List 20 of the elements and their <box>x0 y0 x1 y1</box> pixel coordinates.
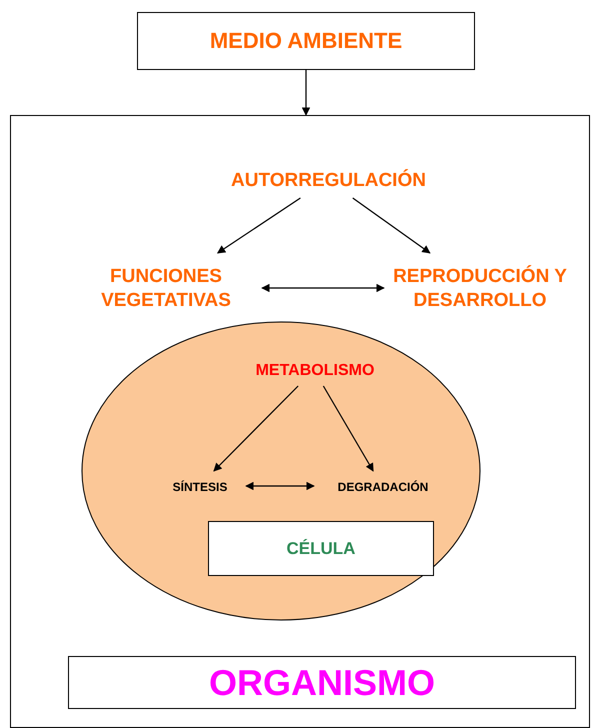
box-label: CÉLULA <box>286 538 356 560</box>
arrow <box>216 198 301 254</box>
concept-label: FUNCIONES VEGETATIVAS <box>100 265 232 313</box>
arrow <box>245 482 315 490</box>
arrow <box>302 70 310 116</box>
concept-label: AUTORREGULACIÓN <box>231 169 426 193</box>
organism-frame <box>10 115 590 728</box>
concept-label: DEGRADACIÓN <box>338 480 428 494</box>
box-label: ORGANISMO <box>208 661 435 705</box>
concept-label: METABOLISMO <box>256 361 374 381</box>
arrow <box>213 386 299 472</box>
process-box <box>137 12 475 70</box>
arrow <box>261 284 385 292</box>
arrow <box>322 386 374 472</box>
concept-label: SÍNTESIS <box>172 480 228 494</box>
process-box <box>68 656 576 709</box>
box-label: MEDIO AMBIENTE <box>210 27 402 55</box>
process-box <box>208 521 434 576</box>
arrow <box>352 198 431 254</box>
concept-label: REPRODUCCIÓN Y DESARROLLO <box>392 265 568 313</box>
